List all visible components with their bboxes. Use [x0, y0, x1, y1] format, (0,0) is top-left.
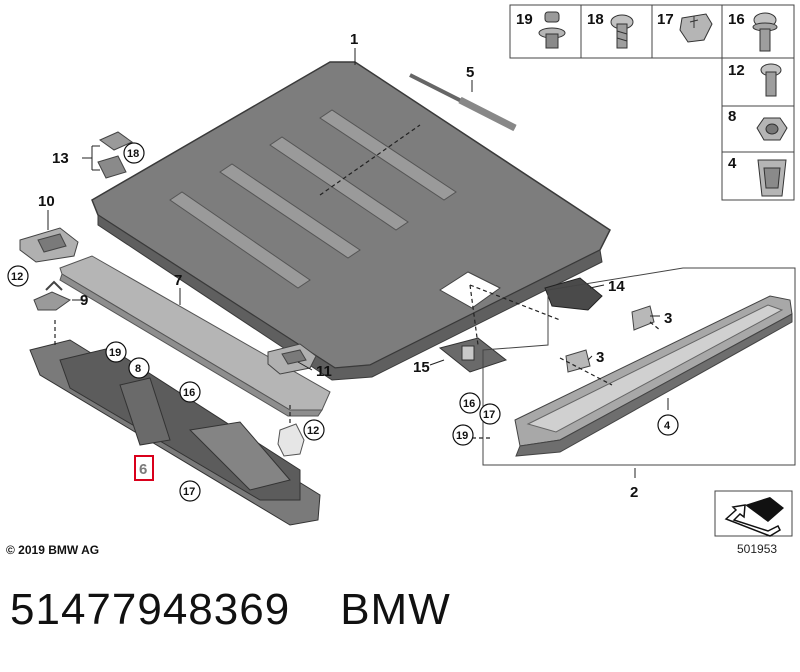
spring-nut-icon: [679, 13, 713, 43]
bracket-12: [277, 423, 305, 457]
callout-7: 7: [174, 272, 182, 289]
luggage-floor-panel: [91, 61, 611, 381]
legend-label-12: 12: [728, 62, 745, 79]
callout-13: 13: [52, 150, 69, 167]
legend-label-8: 8: [728, 108, 736, 125]
callout-19a: 19: [109, 347, 121, 359]
callout-8: 8: [135, 363, 141, 375]
callout-10: 10: [38, 193, 55, 210]
small-bracket-13: [97, 131, 134, 179]
latch-15: [438, 337, 508, 373]
callout-12b: 12: [307, 425, 319, 437]
callout-16a: 16: [183, 387, 195, 399]
gas-strut: [409, 73, 517, 132]
legend-label-17: 17: [657, 11, 674, 28]
callout-17a: 17: [183, 486, 195, 498]
brand-name: BMW: [340, 585, 451, 634]
callout-6: 6: [139, 461, 147, 478]
part-number-line: 51477948369 BMW: [10, 585, 451, 635]
callout-17b: 17: [483, 409, 495, 421]
clip-3a: [631, 305, 655, 331]
loading-sill-2: [514, 295, 793, 457]
part-2-group-outline: [482, 267, 796, 466]
callout-1: 1: [350, 31, 358, 48]
floor-support-tray-6: [29, 339, 321, 526]
leader-lines: [54, 124, 661, 439]
leader-13: [82, 145, 100, 171]
callout-15: 15: [413, 359, 430, 376]
hook-9: [33, 280, 72, 311]
callout-18: 18: [127, 148, 139, 160]
legend-label-19: 19: [516, 11, 533, 28]
short-screw-icon: [760, 63, 782, 97]
cover-14: [544, 277, 603, 311]
trim-panel-7: [59, 255, 331, 417]
legend-label-16: 16: [728, 11, 745, 28]
diagram-reference-number: 501953: [737, 542, 778, 556]
legend-label-18: 18: [587, 11, 604, 28]
highlighted-part-box: [134, 455, 154, 481]
callout-19b: 19: [456, 430, 468, 442]
legend-grid: [509, 4, 795, 201]
push-clip-icon: [538, 11, 566, 49]
callout-3b: 3: [596, 349, 604, 366]
callout-4: 4: [664, 420, 671, 432]
handle-bracket-11: [267, 343, 317, 375]
callout-12a: 12: [11, 271, 23, 283]
clip-3b: [565, 349, 591, 373]
callout-9: 9: [80, 292, 88, 309]
part-number: 51477948369: [10, 585, 291, 634]
callout-2: 2: [630, 484, 638, 501]
screw-icon: [610, 14, 634, 49]
callout-14: 14: [608, 278, 625, 295]
callout-11: 11: [316, 363, 332, 380]
callout-3a: 3: [664, 310, 672, 327]
flange-screw-icon: [752, 12, 778, 52]
circled-callouts: [7, 142, 679, 502]
handle-bracket-10: [19, 227, 79, 263]
orientation-arrow-icon: [714, 490, 793, 537]
copyright-notice: © 2019 BMW AG: [6, 543, 100, 557]
callout-5: 5: [466, 64, 474, 81]
hex-nut-icon: [756, 117, 788, 141]
legend-label-4: 4: [728, 155, 737, 172]
callout-16b: 16: [463, 398, 475, 410]
retaining-clip-icon: [757, 159, 787, 197]
solid-leaders: [47, 48, 669, 478]
